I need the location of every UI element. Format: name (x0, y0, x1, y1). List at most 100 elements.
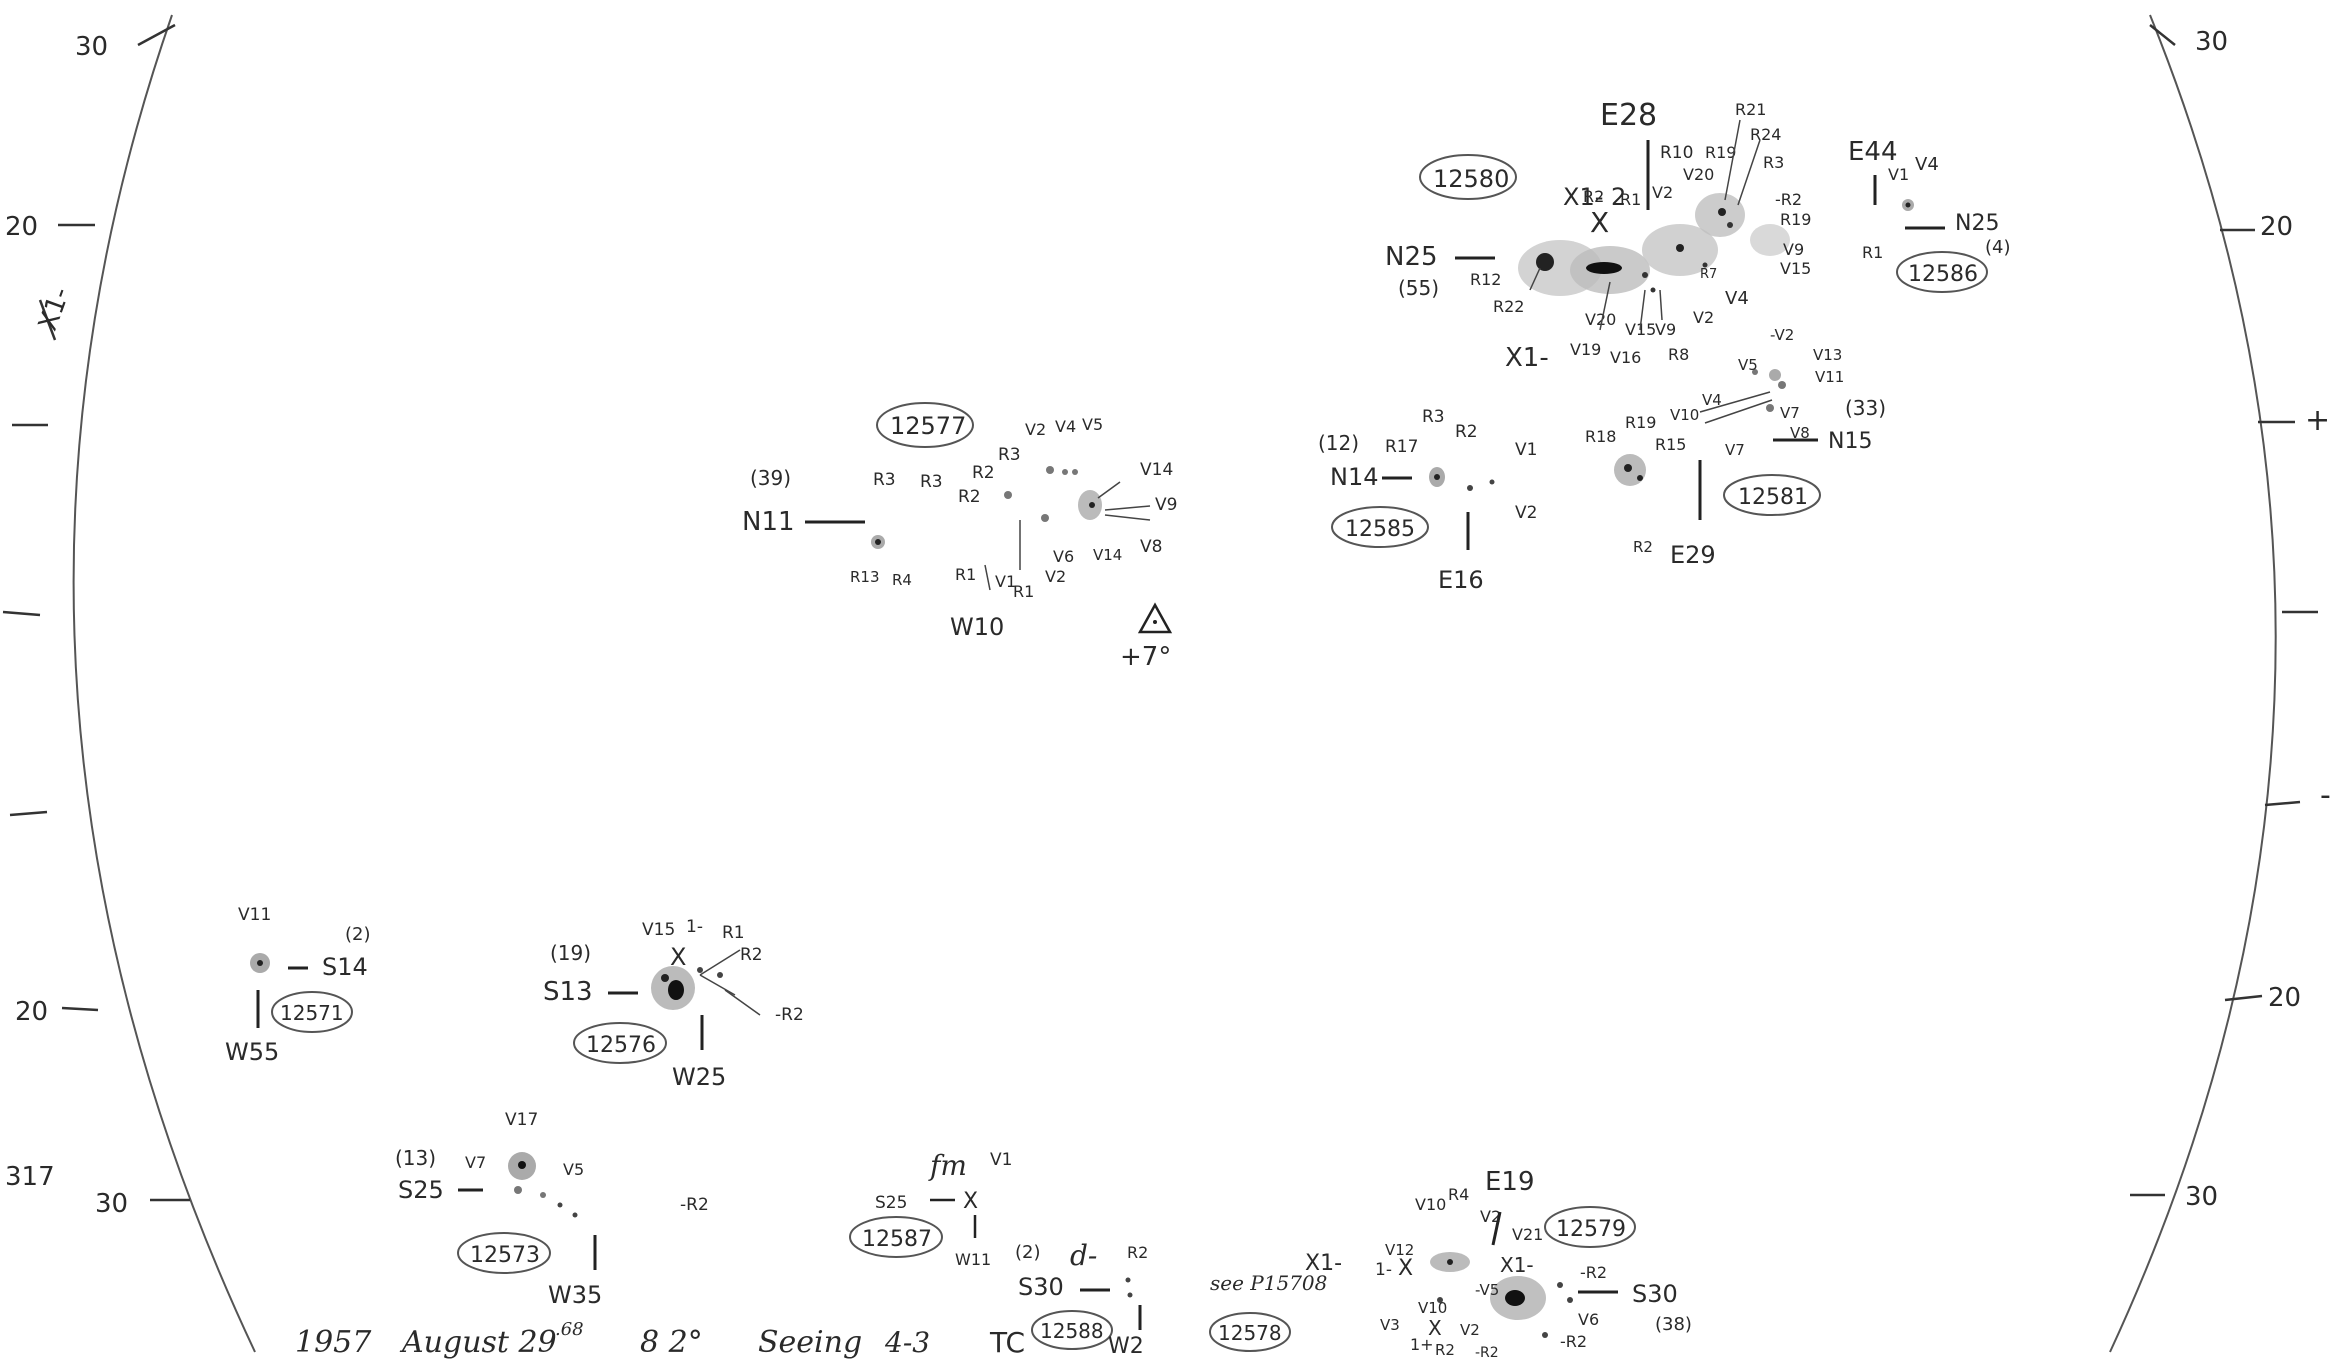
group-id: 12588 (1040, 1319, 1104, 1343)
svg-text:X: X (963, 1189, 978, 1214)
group-lon: W11 (955, 1250, 991, 1269)
svg-text:V6: V6 (1578, 1310, 1599, 1329)
umbra-2 (1586, 262, 1622, 274)
svg-text:V1: V1 (1888, 165, 1909, 184)
svg-text:V2: V2 (1025, 420, 1046, 439)
group-pos: N14 (1330, 463, 1379, 491)
svg-text:V4: V4 (1055, 417, 1076, 436)
group-pos-count: (2) (1015, 1242, 1041, 1263)
svg-text:V14: V14 (1140, 460, 1173, 480)
svg-text:X: X (1428, 1316, 1442, 1340)
svg-text:V8: V8 (1140, 537, 1162, 557)
umbra-1 (1536, 253, 1554, 271)
left-extra-number: 317 (5, 1162, 55, 1192)
left-scale-label-20-bottom: 20 (15, 997, 48, 1027)
group-12577: 12577 (39) N11 R3 R3 R2 R2 R3 V2 V4 V5 V… (742, 402, 1177, 641)
svg-text:R17: R17 (1385, 437, 1418, 457)
group-lon: E16 (1438, 566, 1484, 594)
svg-text:R8: R8 (1668, 345, 1689, 364)
group-id-circle (849, 1216, 943, 1258)
svg-text:V9: V9 (1655, 320, 1676, 339)
svg-text:V7: V7 (1780, 404, 1800, 422)
group-pos: N25 (1955, 211, 1999, 236)
group-pos: S25 (398, 1176, 444, 1204)
svg-text:R1: R1 (1013, 582, 1034, 601)
svg-text:X1-: X1- (1305, 1251, 1342, 1276)
footer-year: 1957 (295, 1325, 372, 1360)
right-scale-label-20-top: 20 (2260, 212, 2293, 242)
svg-text:V2: V2 (1652, 183, 1673, 202)
group-lon: E19 (1485, 1167, 1535, 1197)
group-lon: W25 (672, 1063, 726, 1091)
group-pos: N25 (1385, 242, 1438, 272)
svg-text:V10: V10 (1415, 1195, 1446, 1214)
group-id: 12580 (1433, 165, 1509, 193)
group-12586: E44 V1 V4 R1 N25 (4) 12586 (1848, 137, 2011, 293)
group-pos: N15 (1828, 429, 1872, 454)
group-pos: see P15708 (1210, 1271, 1327, 1295)
svg-text:V11: V11 (1815, 368, 1844, 386)
svg-text:V11: V11 (238, 905, 271, 925)
svg-text:V15: V15 (1780, 259, 1811, 278)
group-pos-count: (55) (1398, 276, 1439, 300)
svg-text:V15: V15 (642, 920, 675, 940)
svg-text:R15: R15 (1655, 435, 1686, 454)
svg-text:V1: V1 (1515, 440, 1537, 460)
svg-text:R19: R19 (1705, 143, 1736, 162)
svg-text:X1-: X1- (1505, 343, 1549, 373)
group-12581: R18 R19 R15 V10 V4 V5 -V2 V13 V11 V7 V8 … (1585, 326, 1886, 569)
group-id-circle (457, 1232, 551, 1274)
svg-text:-R2: -R2 (1775, 190, 1802, 209)
svg-text:V6: V6 (1053, 547, 1074, 566)
right-latitude-scale (2130, 24, 2318, 1197)
marker-label: +7° (1120, 642, 1171, 672)
heliographic-marker: +7° (1120, 602, 1173, 672)
group-pos: S30 (1632, 1280, 1678, 1308)
svg-text:R1: R1 (1620, 190, 1641, 209)
group-id-circle (1331, 506, 1429, 548)
svg-text:R1: R1 (722, 923, 745, 943)
svg-text:R2: R2 (1127, 1243, 1148, 1262)
group-id: 12579 (1556, 1217, 1626, 1242)
svg-text:V8: V8 (1790, 424, 1810, 442)
svg-text:R2: R2 (1455, 422, 1478, 442)
svg-text:V5: V5 (1082, 415, 1103, 434)
svg-text:-V5: -V5 (1475, 1281, 1499, 1299)
svg-text:V5: V5 (563, 1160, 584, 1179)
svg-text:R13: R13 (850, 568, 880, 586)
svg-text:V2: V2 (1045, 567, 1066, 586)
left-scale-label-30-top: 30 (75, 32, 108, 62)
group-id-circle (1031, 1310, 1113, 1350)
svg-text:1-: 1- (686, 917, 703, 937)
svg-text:V2: V2 (1693, 308, 1714, 327)
group-lon: E28 (1600, 98, 1657, 133)
group-id: 12581 (1738, 485, 1808, 510)
svg-text:R2: R2 (958, 487, 981, 507)
svg-text:-R2: -R2 (1560, 1332, 1587, 1351)
group-id-circle (573, 1022, 667, 1064)
footer-angle: 8 2° (640, 1325, 703, 1360)
svg-text:V16: V16 (1610, 348, 1641, 367)
group-pos-count: (19) (550, 941, 591, 965)
svg-text:V2: V2 (1480, 1207, 1501, 1226)
svg-text:V21: V21 (1512, 1225, 1543, 1244)
svg-text:V7: V7 (1725, 441, 1745, 459)
group-lon: W10 (950, 613, 1004, 641)
group-12587: fm V1 S25 X 12587 W11 (849, 1149, 1012, 1269)
group-id: 12585 (1345, 517, 1415, 542)
group-pos-count: (4) (1985, 237, 2011, 258)
svg-text:R4: R4 (1448, 1185, 1469, 1204)
group-pos-count: (33) (1845, 396, 1886, 420)
right-scale-label-30-bottom: 30 (2185, 1182, 2218, 1212)
svg-text:V4: V4 (1725, 288, 1749, 309)
svg-text:V1: V1 (995, 572, 1016, 591)
footer-seeing-value: 4-3 (884, 1326, 930, 1359)
footer-date-fraction: .68 (555, 1319, 584, 1340)
svg-text:R7: R7 (1700, 267, 1717, 282)
penumbra-5 (1750, 224, 1790, 256)
group-pos: S14 (322, 953, 368, 981)
svg-text:R10: R10 (1660, 143, 1693, 163)
svg-text:V2: V2 (1515, 503, 1537, 523)
svg-text:-R2: -R2 (775, 1005, 804, 1025)
